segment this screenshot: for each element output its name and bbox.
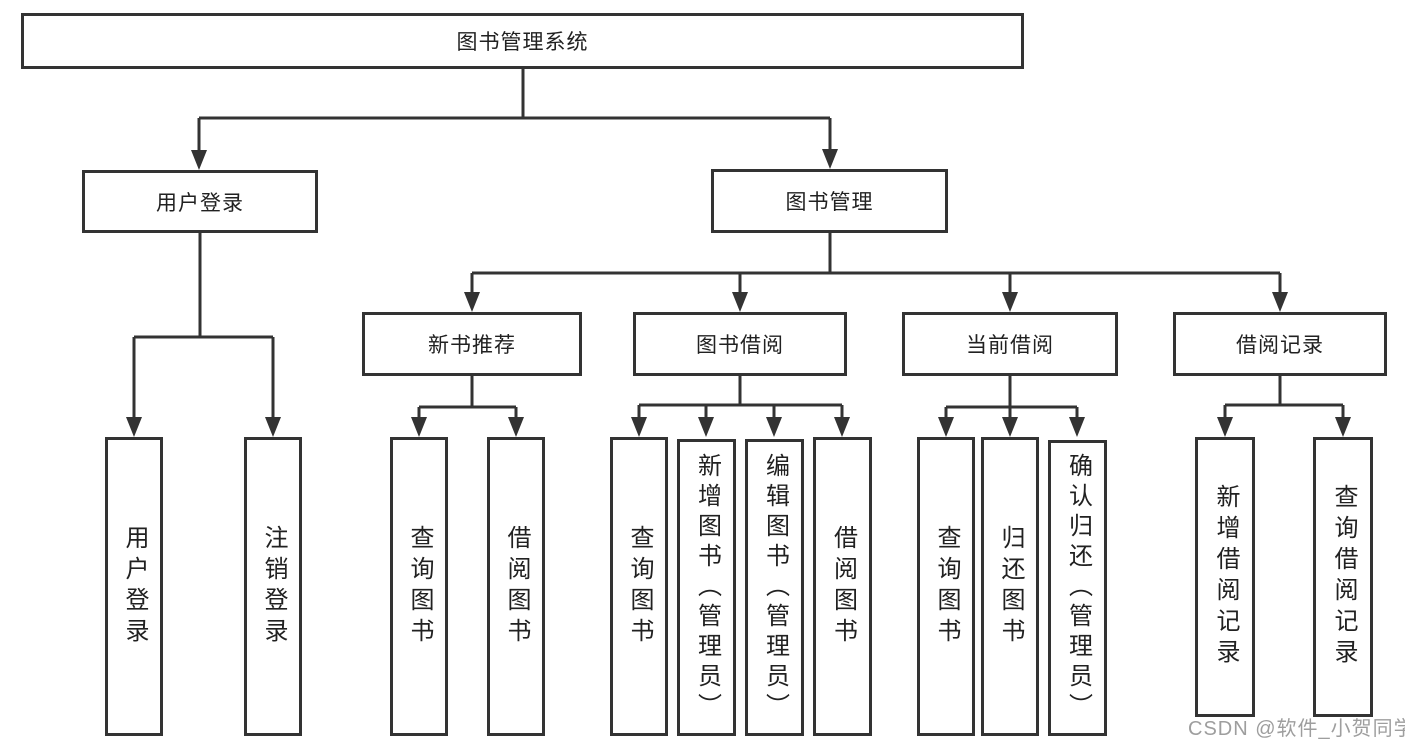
leaf-borrow-books-label: 借阅图书 [829, 524, 857, 649]
leaf-query-books-borrow: 查询图书 [610, 437, 668, 736]
leaf-edit-books-admin: 编辑图书（管理员） [745, 439, 804, 736]
leaf-borrow-books-recommend: 借阅图书 [487, 437, 545, 736]
csdn-watermark: CSDN @软件_小贺同学 [1188, 718, 1405, 740]
leaf-query-borrow-record-label: 查询借阅记录 [1330, 484, 1357, 670]
leaf-borrow-books: 借阅图书 [813, 437, 872, 736]
node-borrow-record: 借阅记录 [1173, 312, 1387, 376]
leaf-logout: 注销登录 [244, 437, 302, 736]
leaf-query-books-borrow-label: 查询图书 [626, 524, 653, 649]
leaf-add-borrow-record: 新增借阅记录 [1195, 437, 1255, 717]
leaf-confirm-return-admin: 确认归还（管理员） [1048, 440, 1107, 736]
node-borrow-record-label: 借阅记录 [1236, 334, 1324, 357]
leaf-return-books: 归还图书 [981, 437, 1039, 736]
node-book-borrow: 图书借阅 [633, 312, 847, 376]
leaf-add-books-admin: 新增图书（管理员） [677, 439, 736, 736]
node-new-book-recommend-label: 新书推荐 [428, 334, 516, 357]
leaf-add-borrow-record-label: 新增借阅记录 [1212, 484, 1239, 670]
leaf-edit-books-admin-label: 编辑图书（管理员） [761, 452, 789, 723]
leaf-logout-label: 注销登录 [260, 524, 287, 649]
node-current-borrow: 当前借阅 [902, 312, 1118, 376]
node-book-management-branch: 图书管理 [711, 169, 948, 233]
leaf-query-books-current-label: 查询图书 [933, 524, 960, 649]
leaf-query-books-current: 查询图书 [917, 437, 975, 736]
node-user-login-branch: 用户登录 [82, 170, 318, 233]
node-user-login-branch-label: 用户登录 [156, 191, 244, 215]
leaf-query-borrow-record: 查询借阅记录 [1313, 437, 1373, 717]
leaf-query-books-recommend: 查询图书 [390, 437, 448, 736]
leaf-user-login-label: 用户登录 [121, 524, 148, 649]
node-root: 图书管理系统 [21, 13, 1024, 69]
leaf-confirm-return-admin-label: 确认归还（管理员） [1064, 453, 1092, 723]
leaf-query-books-recommend-label: 查询图书 [406, 524, 433, 649]
leaf-add-books-admin-label: 新增图书（管理员） [693, 452, 721, 723]
leaf-user-login: 用户登录 [105, 437, 163, 736]
leaf-return-books-label: 归还图书 [997, 524, 1024, 649]
node-new-book-recommend: 新书推荐 [362, 312, 582, 376]
node-root-label: 图书管理系统 [456, 31, 589, 54]
node-current-borrow-label: 当前借阅 [966, 334, 1054, 357]
node-book-borrow-label: 图书借阅 [696, 334, 784, 357]
node-book-management-branch-label: 图书管理 [785, 191, 874, 214]
leaf-borrow-books-recommend-label: 借阅图书 [503, 524, 530, 649]
